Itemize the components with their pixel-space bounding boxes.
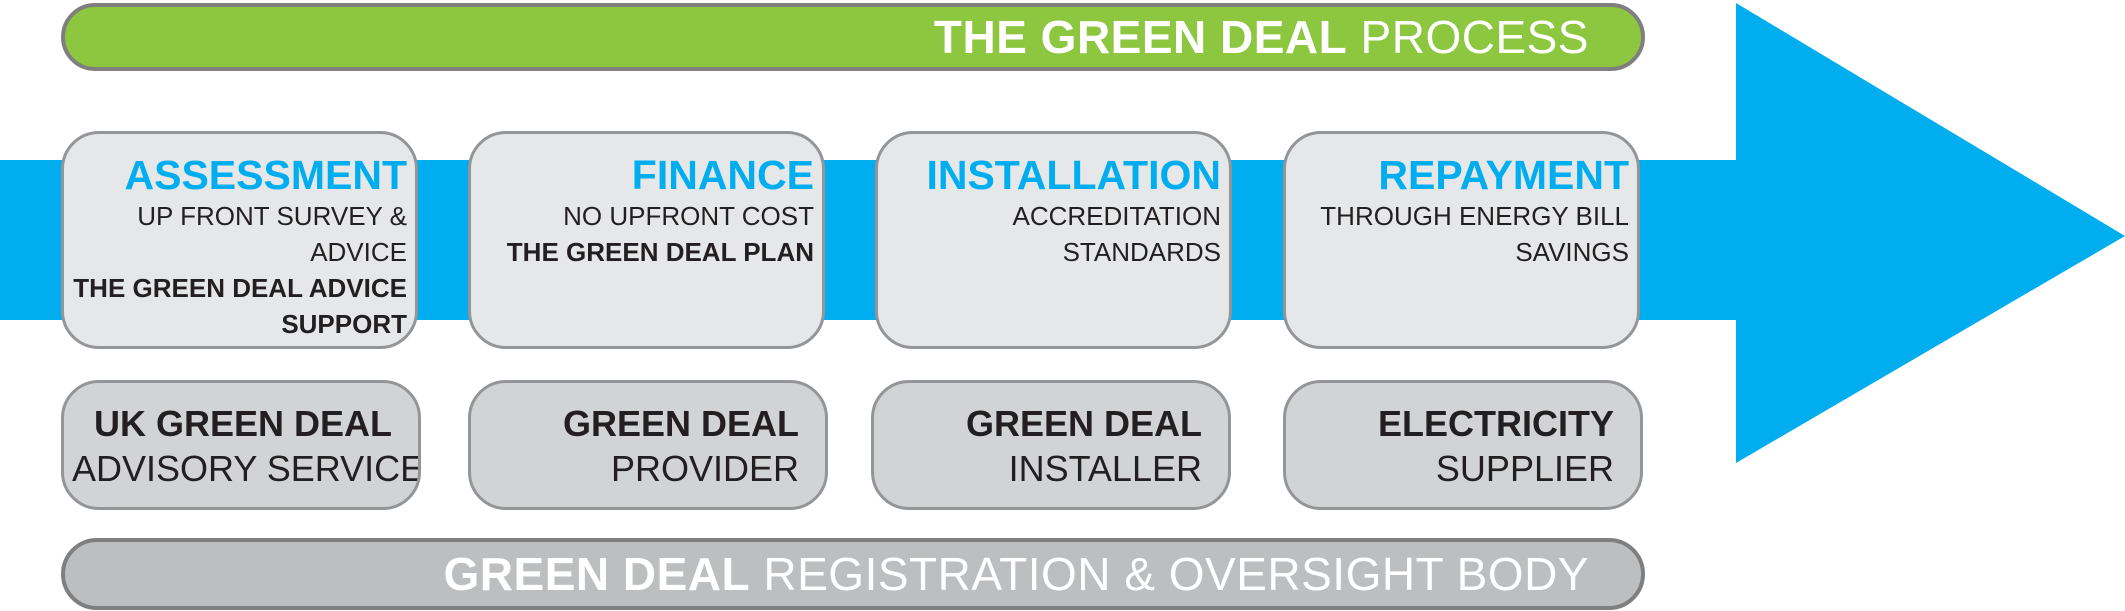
role-type: PROVIDER (610, 448, 799, 489)
stage-installation: INSTALLATION ACCREDITATION STANDARDS (875, 131, 1232, 349)
role-type: SUPPLIER (1435, 448, 1614, 489)
stage-description: ACCREDITATION STANDARDS (1012, 201, 1221, 267)
stage-finance: FINANCE NO UPFRONT COST THE GREEN DEAL P… (468, 131, 825, 349)
role-name: UK GREEN DEAL (93, 403, 392, 444)
stage-detail: THE GREEN DEAL ADVICE SUPPORT (73, 273, 407, 339)
stage-description: UP FRONT SURVEY & ADVICE (137, 201, 407, 267)
stage-description: THROUGH ENERGY BILL SAVINGS (1320, 201, 1629, 267)
stage-detail: THE GREEN DEAL PLAN (506, 237, 814, 267)
role-type: INSTALLER (1008, 448, 1202, 489)
role-name: GREEN DEAL (965, 403, 1202, 444)
footer-regular: REGISTRATION & OVERSIGHT BODY (750, 548, 1589, 600)
role-provider: GREEN DEAL PROVIDER (468, 380, 828, 510)
role-name: GREEN DEAL (562, 403, 799, 444)
footer-bold: GREEN DEAL (443, 548, 751, 600)
title-bold: THE GREEN DEAL (933, 11, 1348, 63)
role-type: ADVISORY SERVICE (72, 448, 421, 489)
stage-repayment: REPAYMENT THROUGH ENERGY BILL SAVINGS (1283, 131, 1640, 349)
oversight-body-bar: GREEN DEAL REGISTRATION & OVERSIGHT BODY (61, 538, 1645, 610)
stage-title: REPAYMENT (1378, 152, 1629, 198)
stage-title: INSTALLATION (926, 152, 1221, 198)
stage-description: NO UPFRONT COST (563, 201, 814, 231)
role-installer: GREEN DEAL INSTALLER (871, 380, 1231, 510)
role-supplier: ELECTRICITY SUPPLIER (1283, 380, 1643, 510)
stage-title: FINANCE (631, 152, 814, 198)
role-name: ELECTRICITY (1377, 403, 1614, 444)
process-title-bar: THE GREEN DEAL PROCESS (61, 3, 1645, 71)
role-advisory-service: UK GREEN DEAL ADVISORY SERVICE (61, 380, 421, 510)
title-regular: PROCESS (1347, 11, 1589, 63)
stage-title: ASSESSMENT (124, 152, 408, 198)
stage-assessment: ASSESSMENT UP FRONT SURVEY & ADVICE THE … (61, 131, 418, 349)
arrow-head (1736, 3, 2125, 463)
